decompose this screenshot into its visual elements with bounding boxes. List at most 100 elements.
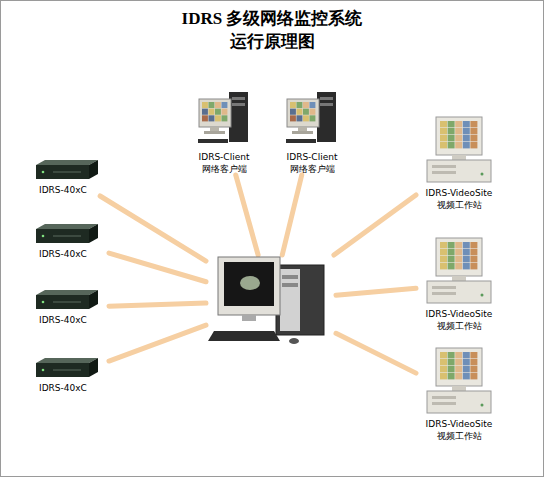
videosite-case (427, 160, 491, 182)
dvr-led (42, 301, 45, 304)
videosite-icon (424, 237, 494, 305)
drive-slot (432, 286, 456, 289)
screen-tile (290, 115, 296, 121)
monitor-stand (298, 127, 307, 131)
client-icon (198, 91, 250, 147)
dvr-node: IDRS-40xC (31, 223, 109, 260)
screen-tile (463, 135, 470, 141)
screen-tile (448, 242, 455, 248)
network-link (282, 175, 302, 255)
client-monitor (199, 99, 231, 127)
client-node: IDRS-Client网络客户端 (193, 91, 255, 175)
tower-bay (282, 283, 298, 287)
tower-bay (282, 275, 298, 279)
dvr-led (42, 171, 45, 174)
screen-tile (209, 115, 215, 121)
client-tower (229, 92, 248, 142)
monitor-stand (452, 276, 466, 281)
screen-tile (470, 142, 477, 148)
screen-tile (215, 109, 221, 115)
network-link (236, 175, 258, 255)
dvr-side (89, 358, 98, 377)
drive-slot (432, 402, 456, 405)
screen-tile (290, 102, 296, 108)
dvr-top (36, 358, 98, 363)
screen-tile (470, 373, 477, 379)
screen-tile (470, 256, 477, 262)
screen-tile (463, 359, 470, 365)
videosite-icon (424, 116, 494, 184)
screen-tile (470, 249, 477, 255)
monitor-stand (452, 155, 466, 160)
screen-tile (440, 256, 447, 262)
dvr-side (89, 224, 98, 243)
videosite-monitor (436, 238, 482, 276)
screen-tile (440, 121, 447, 127)
network-link (334, 195, 416, 255)
dvr-top (36, 290, 98, 295)
screen-tile (463, 263, 470, 269)
screen-tile (448, 128, 455, 134)
dvr-top (36, 224, 98, 229)
screen-tile (303, 115, 309, 121)
dvr-side (89, 160, 98, 179)
screen-tile (463, 142, 470, 148)
videosite-monitor (436, 348, 482, 386)
server-monitor (218, 257, 280, 315)
dvr-icon (35, 159, 99, 181)
dvr-front (36, 295, 89, 309)
screen-tile (470, 263, 477, 269)
monitor-stand (242, 315, 256, 321)
dvr-slot (53, 235, 81, 237)
screen-tile (448, 263, 455, 269)
screen-tile (455, 256, 462, 262)
screen-tile (209, 102, 215, 108)
drive-slot (432, 171, 456, 174)
screen-tile (455, 128, 462, 134)
screen-tile (310, 102, 316, 108)
screen-tile (470, 359, 477, 365)
dvr-icon (35, 357, 99, 379)
screen-tile (463, 242, 470, 248)
monitor-stand (210, 127, 219, 131)
videosite-case (427, 281, 491, 303)
screen-tile (463, 366, 470, 372)
dvr-front (36, 165, 89, 179)
server-tower (276, 265, 324, 335)
dvr-slot (53, 171, 81, 173)
dvr-icon (35, 223, 99, 245)
screen-tile (448, 352, 455, 358)
screen-tile (463, 256, 470, 262)
screen-tile (448, 359, 455, 365)
screen-tile (448, 142, 455, 148)
screen-tile (470, 128, 477, 134)
dvr-node: IDRS-40xC (31, 357, 109, 394)
center-node (206, 255, 336, 347)
client-icon (286, 91, 338, 147)
client-node: IDRS-Client网络客户端 (281, 91, 343, 175)
screen-tile (455, 121, 462, 127)
drive-slot (432, 396, 456, 399)
device-label: IDRS-Client (281, 151, 343, 163)
screen-tile (440, 366, 447, 372)
screen-tile (448, 373, 455, 379)
screen-tile (448, 249, 455, 255)
screen-tile (463, 121, 470, 127)
screen-tile (297, 115, 303, 121)
monitor-base (204, 131, 225, 134)
dvr-slot (53, 301, 81, 303)
screen-tile (440, 135, 447, 141)
screen-tile (440, 373, 447, 379)
network-link (336, 333, 416, 373)
screen-tile (448, 366, 455, 372)
videosite-monitor (436, 117, 482, 155)
dvr-icon (35, 289, 99, 311)
keyboard (286, 139, 316, 143)
screen-tile (463, 352, 470, 358)
screen-tile (455, 359, 462, 365)
screen-tile (202, 102, 208, 108)
screen-tile (440, 142, 447, 148)
screen-tile (455, 366, 462, 372)
tower-bay (232, 97, 245, 100)
screen-tile (202, 109, 208, 115)
